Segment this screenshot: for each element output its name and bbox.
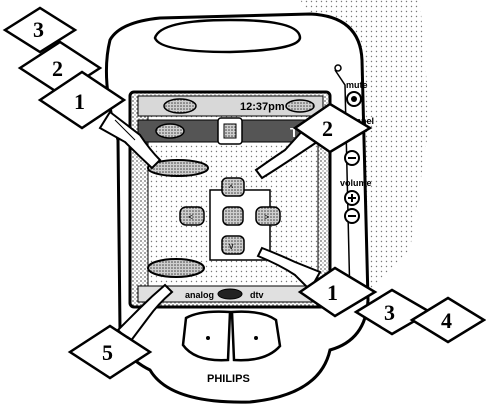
mute-label: mute (346, 80, 368, 90)
ok-icon[interactable] (223, 207, 243, 225)
volume-label: volume (340, 178, 372, 188)
callout-label: 4 (441, 308, 452, 333)
dtv-label: dtv (250, 290, 264, 300)
left-hard-button[interactable] (183, 312, 230, 361)
top-right-screen-button[interactable] (286, 100, 314, 112)
callout-label: 3 (384, 300, 395, 325)
callout-label: 1 (74, 89, 85, 114)
right-hard-button[interactable] (232, 312, 280, 361)
callout-label: 2 (322, 116, 333, 141)
analog-label: analog (185, 290, 214, 300)
toggle-switch[interactable] (218, 289, 242, 299)
clock-label: 12:37pm (240, 101, 285, 113)
svg-text:v: v (229, 241, 234, 251)
callout-label: 2 (52, 56, 63, 81)
svg-text:<: < (188, 212, 193, 222)
svg-text:>: > (264, 212, 269, 222)
callout-label: 5 (102, 340, 113, 365)
brand-logo: PHILIPS (207, 373, 250, 385)
top-left-screen-button[interactable] (164, 99, 196, 113)
callout-label: 3 (33, 17, 44, 42)
callout-label: 1 (327, 280, 338, 305)
screen-button-lower-left[interactable] (148, 259, 204, 277)
